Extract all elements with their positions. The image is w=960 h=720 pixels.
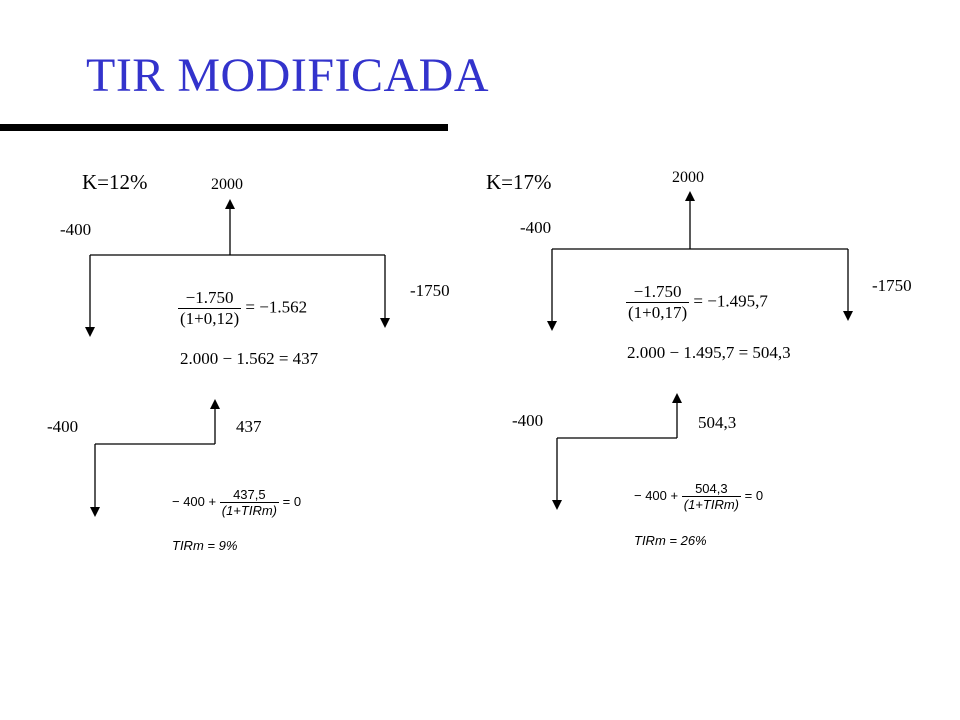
left-top-cashflow bbox=[85, 199, 390, 337]
left-top-value: 2000 bbox=[211, 176, 243, 193]
left-bottom-initial: -400 bbox=[47, 417, 79, 436]
left-bottom-cashflow bbox=[90, 399, 220, 517]
title-underline bbox=[0, 124, 448, 131]
right-final-value: -1750 bbox=[872, 276, 912, 295]
right-tirm-equation: − 400 + 504,3(1+TIRm) = 0 bbox=[634, 481, 764, 512]
right-bottom-cashflow bbox=[552, 393, 682, 510]
left-final-value: -1750 bbox=[410, 281, 450, 300]
right-bottom-initial: -400 bbox=[512, 411, 544, 430]
page-title: TIR MODIFICADA bbox=[86, 49, 489, 102]
right-tirm-result: TIRm = 26% bbox=[634, 533, 707, 548]
right-top-value: 2000 bbox=[672, 169, 704, 186]
right-net-equation: 2.000 − 1.495,7 = 504,3 bbox=[627, 343, 791, 362]
left-bottom-value: 437 bbox=[236, 417, 262, 436]
left-tirm-result: TIRm = 9% bbox=[172, 538, 238, 553]
right-top-cashflow bbox=[547, 191, 853, 331]
left-discount-equation: −1.750(1+0,12) = −1.562 bbox=[178, 288, 308, 328]
right-bottom-value: 504,3 bbox=[698, 413, 737, 432]
left-tirm-equation: − 400 + 437,5(1+TIRm) = 0 bbox=[172, 487, 302, 518]
right-rate-label: K=17% bbox=[486, 170, 552, 194]
right-discount-equation: −1.750(1+0,17) = −1.495,7 bbox=[626, 282, 768, 322]
left-initial-value: -400 bbox=[60, 220, 92, 239]
left-rate-label: K=12% bbox=[82, 170, 148, 194]
left-net-equation: 2.000 − 1.562 = 437 bbox=[180, 349, 319, 368]
right-initial-value: -400 bbox=[520, 218, 552, 237]
